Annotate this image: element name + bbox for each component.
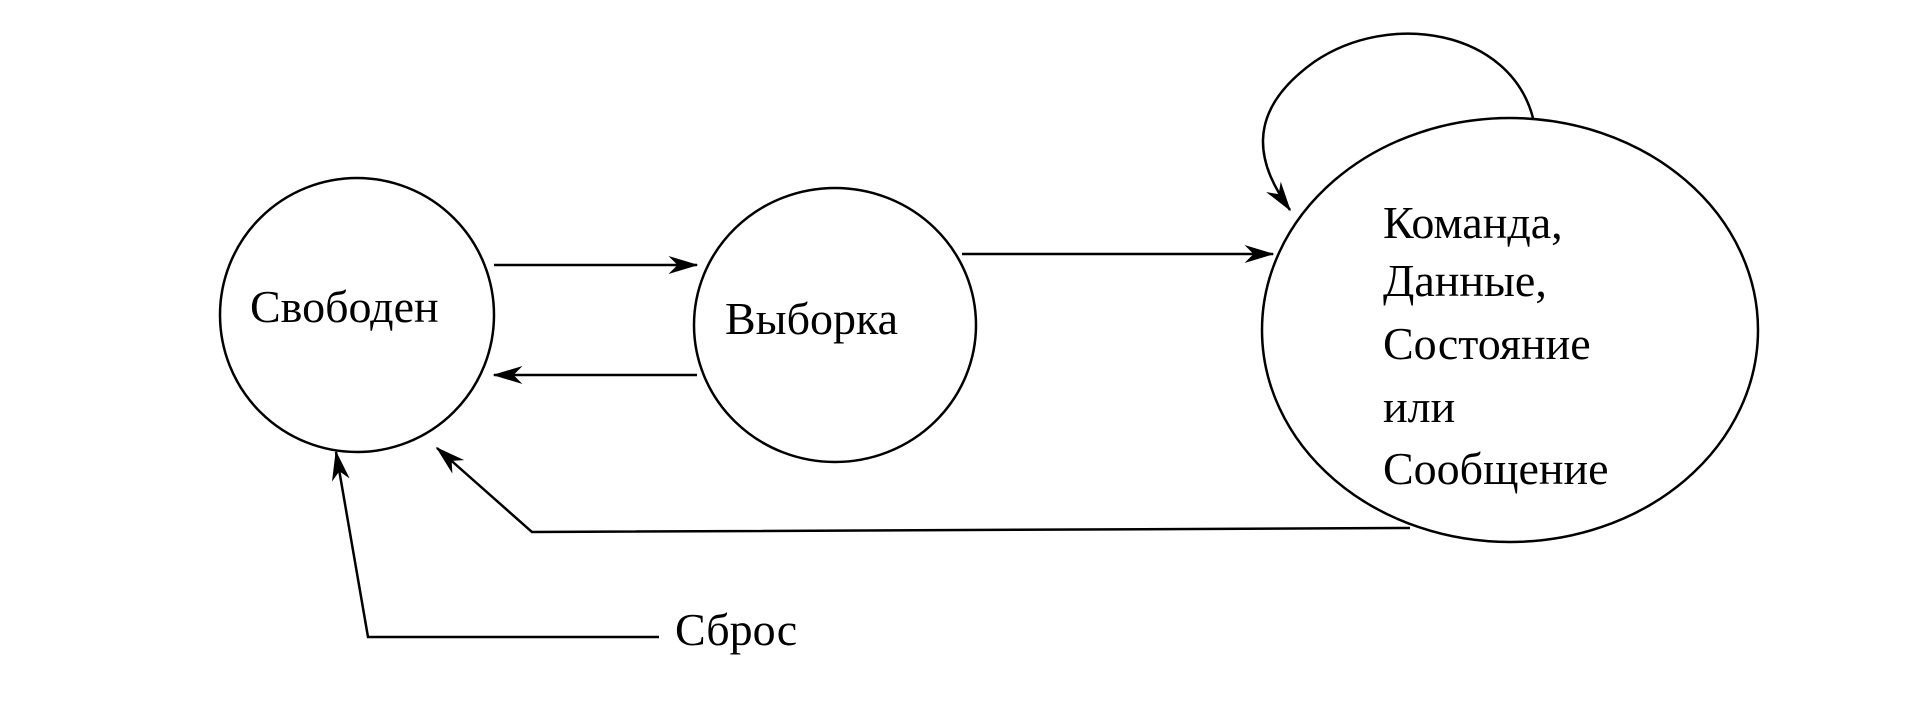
state-command-label: Команда, Данные, Состояние или Сообщение (1383, 197, 1609, 494)
state-command-line-3: Состояние (1383, 318, 1591, 369)
arrow-command-self-loop (1261, 32, 1535, 212)
arrow-reset-to-free (331, 450, 659, 639)
state-free-node (218, 176, 496, 454)
state-command-line-4: или (1383, 381, 1455, 432)
state-selection-node (692, 186, 978, 464)
state-selection-label: Выборка (725, 293, 898, 344)
state-command-node (1260, 116, 1760, 544)
state-command-line-5: Сообщение (1383, 443, 1609, 494)
state-command-line-1: Команда, (1383, 197, 1563, 248)
arrow-command-to-free (435, 447, 1411, 534)
state-free-label: Свободен (250, 281, 439, 332)
reset-label: Сброс (675, 604, 797, 655)
state-command-line-2: Данные, (1383, 255, 1547, 306)
